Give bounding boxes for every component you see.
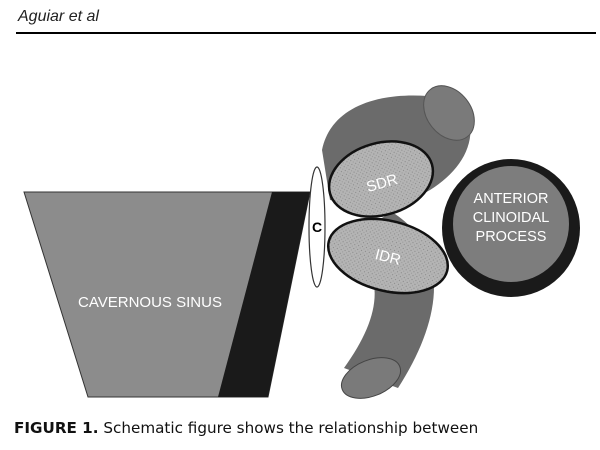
figure-caption: FIGURE 1. Schematic figure shows the rel… xyxy=(14,419,600,437)
anterior-clinoid-inner xyxy=(453,166,569,282)
anterior-clinoid-label-line1: ANTERIOR xyxy=(474,191,549,207)
schematic-figure: CAVERNOUS SINUS SDR IDR C ANTERIOR CLINO… xyxy=(23,85,580,399)
running-head: Aguiar et al xyxy=(18,8,99,25)
carotid-artery-lower-end xyxy=(340,357,402,399)
carotid-collar-ring xyxy=(308,166,326,288)
caption-text: Schematic figure shows the relationship … xyxy=(103,419,479,437)
anterior-clinoid-label-line3: PROCESS xyxy=(476,229,547,245)
cavernous-sinus-label: CAVERNOUS SINUS xyxy=(78,294,222,311)
caption-label: FIGURE 1. xyxy=(14,419,99,437)
idr-label: IDR xyxy=(373,246,402,269)
carotid-collar-label: C xyxy=(312,219,322,235)
header-rule xyxy=(16,32,596,34)
inferior-dural-ring xyxy=(326,217,450,295)
cavernous-sinus-wall xyxy=(218,192,310,397)
superior-dural-ring xyxy=(327,140,435,218)
carotid-artery-upper-end xyxy=(423,85,475,141)
anterior-clinoid-label-line2: CLINOIDAL xyxy=(473,210,550,226)
